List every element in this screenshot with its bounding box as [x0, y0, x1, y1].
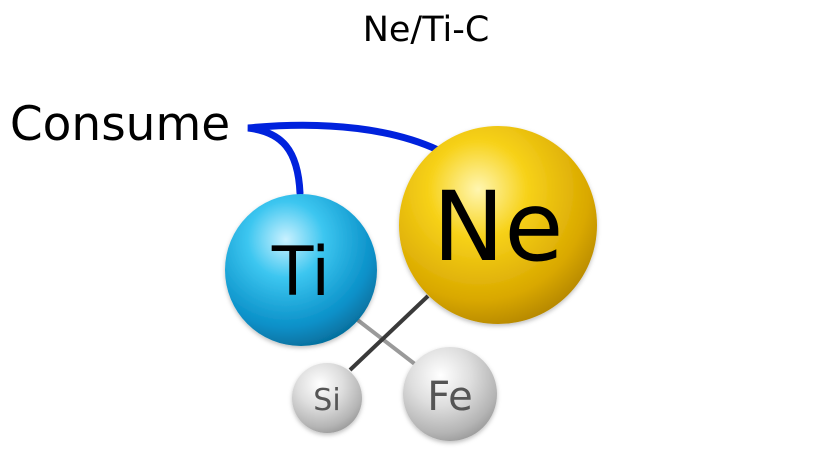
atom-fe: Fe [403, 347, 497, 441]
atom-ne-symbol: Ne [433, 171, 564, 283]
atom-ti-sphere [225, 194, 377, 346]
bond-ti-fe [353, 316, 422, 370]
bond-ne-si [348, 294, 430, 372]
consume-arc [247, 121, 442, 197]
atom-ti-symbol: Ti [271, 233, 330, 312]
atom-ne-sphere [399, 126, 597, 324]
atom-si-symbol: Si [313, 383, 340, 418]
atom-si-sphere [292, 363, 362, 433]
diagram-title: Ne/Ti-C [363, 10, 490, 50]
atom-ne: Ne [399, 126, 597, 324]
atom-fe-symbol: Fe [427, 374, 472, 420]
atom-si: Si [292, 363, 362, 433]
atom-fe-sphere [403, 347, 497, 441]
consume-label: Consume [10, 97, 230, 152]
atom-ti: Ti [225, 194, 377, 346]
